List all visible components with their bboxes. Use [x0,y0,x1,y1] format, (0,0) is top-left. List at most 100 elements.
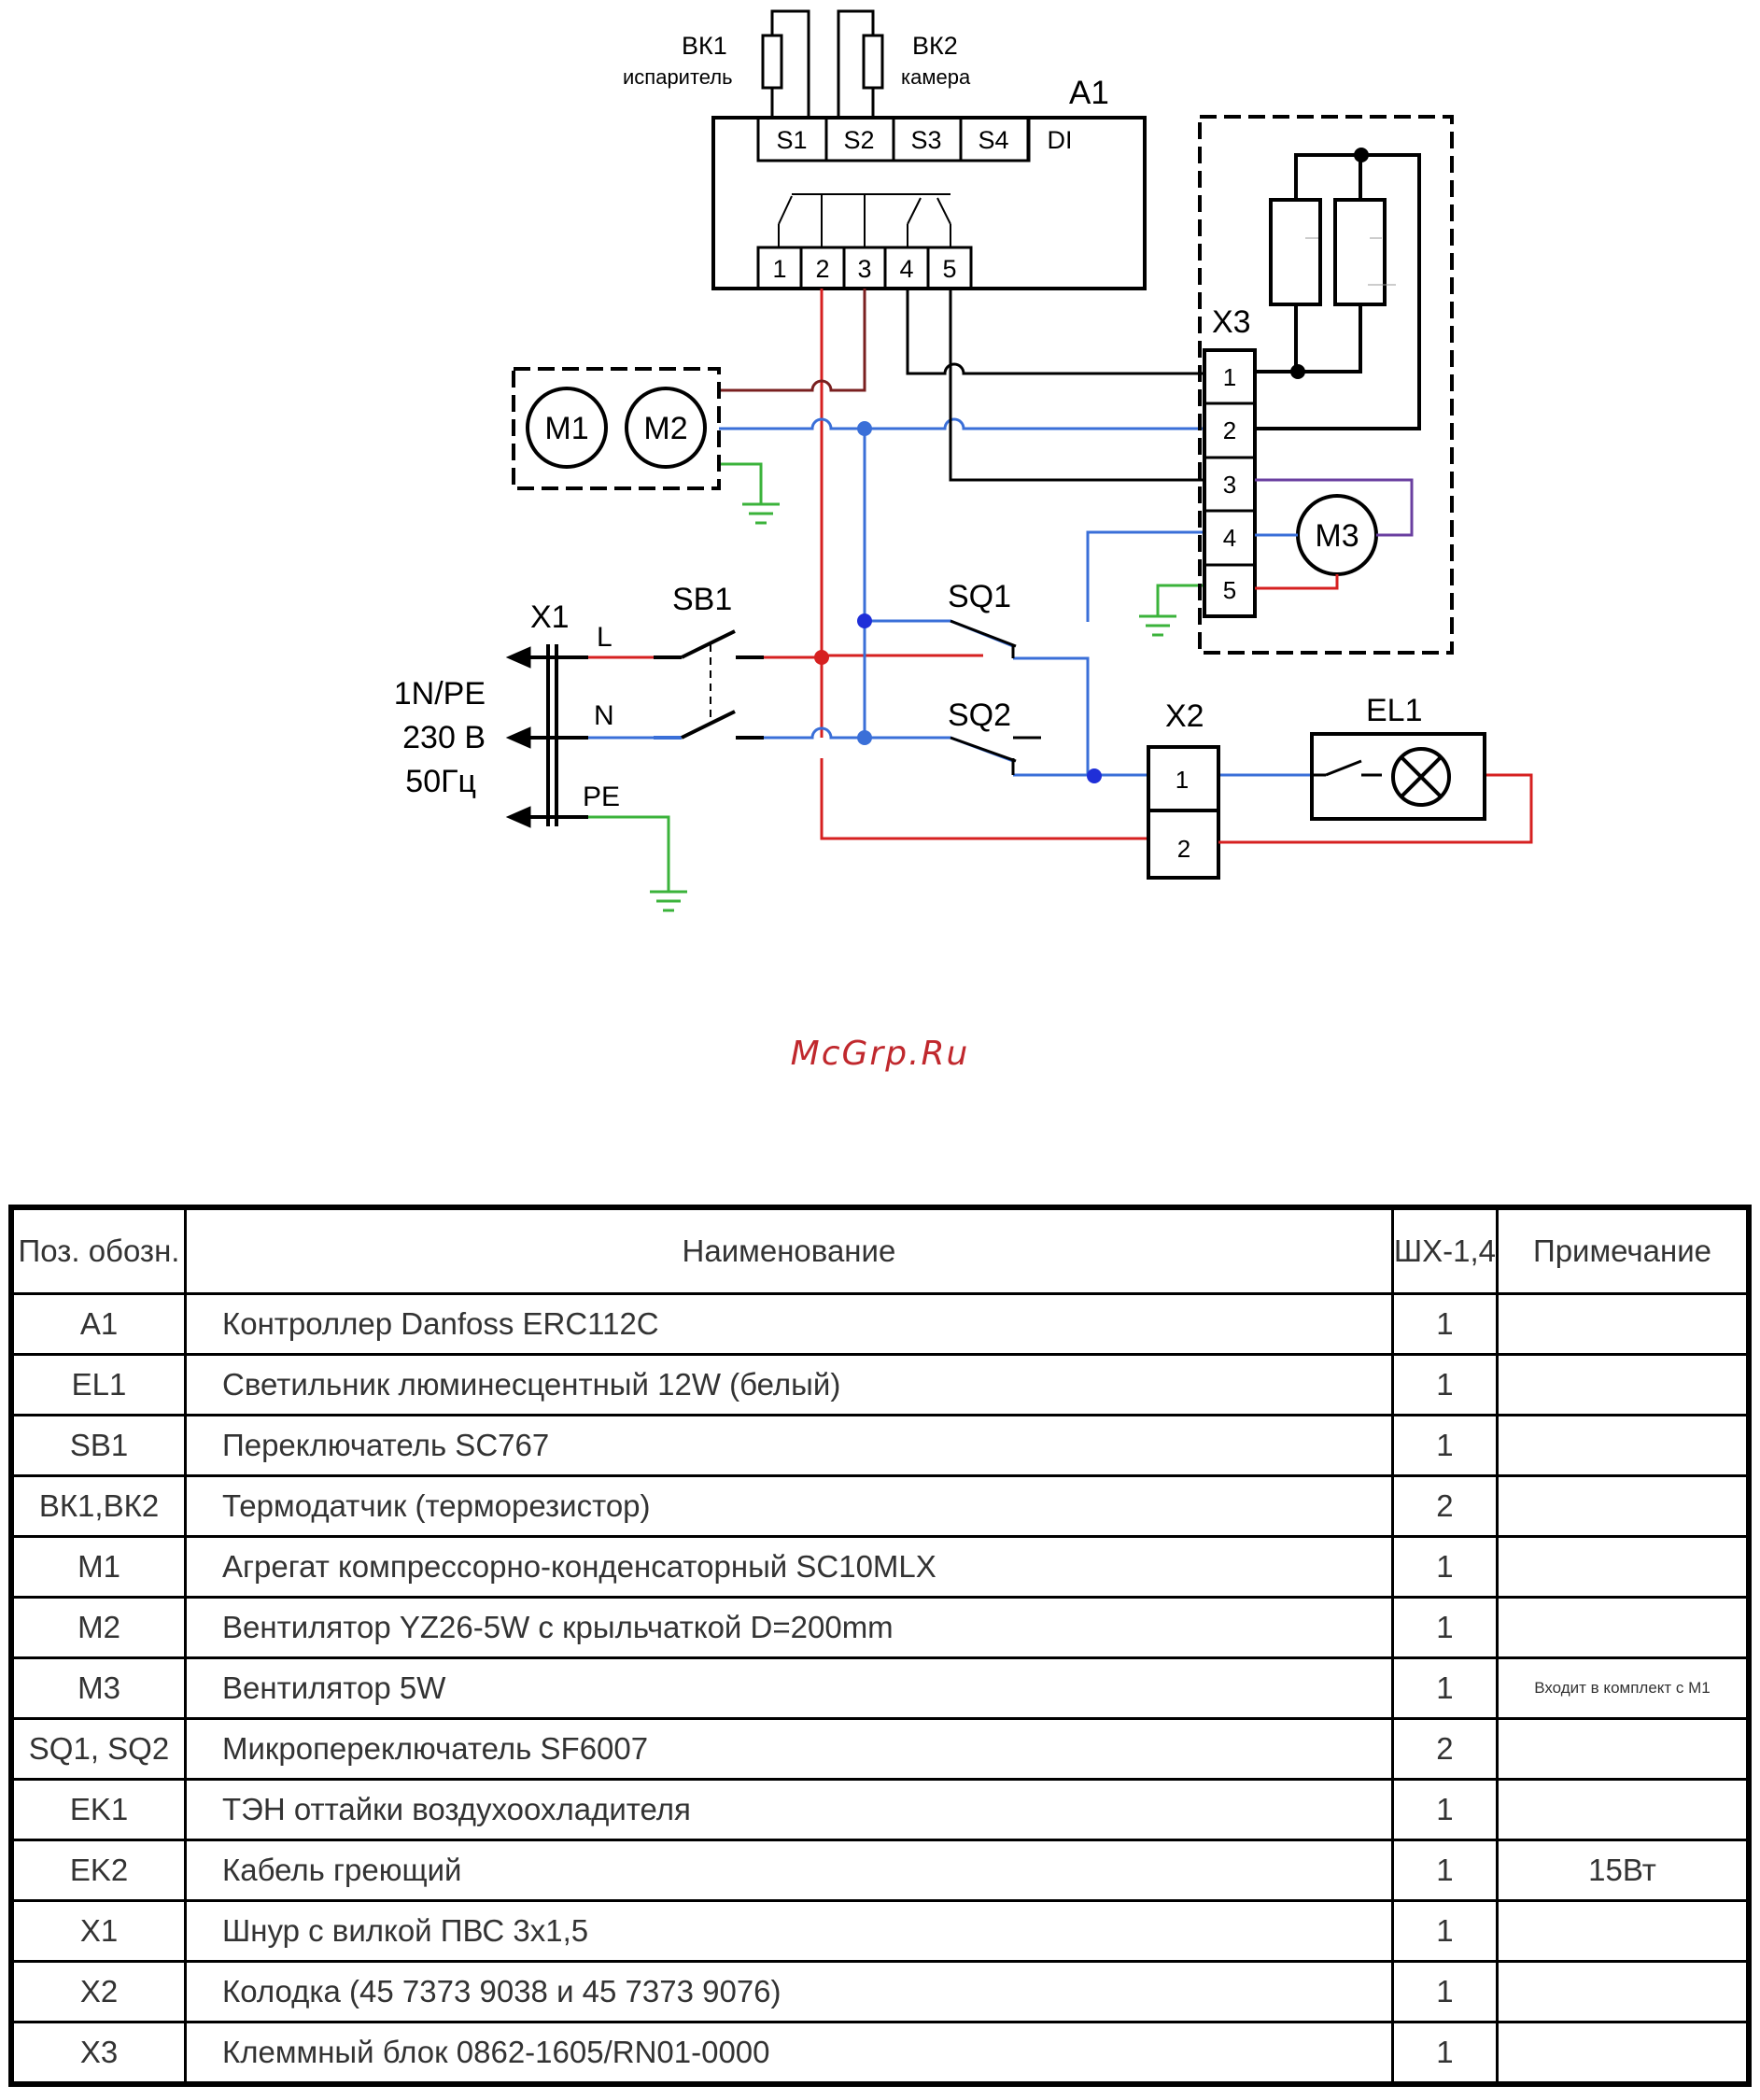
motor-block-m1-m2 [512,367,721,490]
cell-pos: M3 [9,1656,187,1720]
header-note: Примечание [1496,1205,1751,1295]
cell-note [1496,1960,1751,2023]
supply-line-2: 230 В [402,720,486,755]
cell-note [1496,1899,1751,1963]
cell-note [1496,1353,1751,1416]
cell-name: Агрегат компрессорно-конденсаторный SC10… [184,1535,1394,1599]
x1-n-label: N [594,700,614,731]
cell-name: Колодка (45 7373 9038 и 45 7373 9076) [184,1960,1394,2023]
cell-note [1496,1474,1751,1538]
switch-sb1-label: SB1 [672,582,732,617]
bk1-sublabel: испаритель [623,65,733,89]
output-4-label: 4 [899,255,913,283]
cell-note [1496,1778,1751,1841]
cell-qty: 1 [1390,2021,1500,2086]
cell-note [1496,1717,1751,1781]
header-pos: Поз. обозн. [9,1205,187,1295]
wire-black-x3-3 [949,289,1204,482]
cell-name: Шнур с вилкой ПВС 3х1,5 [184,1899,1394,1963]
x2-label: X2 [1165,698,1204,734]
wire-earth-pe [588,815,670,892]
junction-dots [814,148,1369,783]
table-header-row: Поз. обозн. Наименование ШХ-1,4 Примечан… [9,1205,1751,1295]
controller-a1 [711,116,1147,290]
cell-note [1496,1535,1751,1599]
cell-name: Переключатель SC767 [184,1414,1394,1477]
bk2-sublabel: камера [901,65,971,89]
x3-terminal-5: 5 [1223,576,1236,604]
output-5-label: 5 [942,255,956,283]
input-s3-label: S3 [910,126,941,154]
cell-pos: A1 [9,1292,187,1356]
watermark: McGrp.Ru [790,1035,970,1073]
cell-pos: SB1 [9,1414,187,1477]
wire-earth-x3 [1156,584,1204,616]
wire-earth-m [719,462,763,504]
cell-name: ТЭН оттайки воздухоохладителя [184,1778,1394,1841]
wire-phase-red [820,289,1148,840]
cell-name: Микропереключатель SF6007 [184,1717,1394,1781]
input-s4-label: S4 [978,126,1008,154]
cell-pos: X1 [9,1899,187,1963]
cell-note: 15Вт [1496,1839,1751,1902]
output-2-label: 2 [815,255,829,283]
switch-sq2 [950,736,1041,775]
sensor-bk2 [837,9,884,118]
cell-note [1496,2021,1751,2086]
cell-pos: EK1 [9,1778,187,1841]
x1-l-label: L [597,622,612,653]
lamp-el1-label: EL1 [1366,693,1423,728]
output-1-label: 1 [772,255,786,283]
cell-qty: 1 [1390,1899,1500,1963]
x2-terminal-2: 2 [1177,835,1190,863]
cell-qty: 2 [1390,1474,1500,1538]
x3-terminal-4: 4 [1223,524,1236,552]
cell-qty: 1 [1390,1353,1500,1416]
cell-name: Контроллер Danfoss ERC112C [184,1292,1394,1356]
cell-name: Кабель греющий [184,1839,1394,1902]
cell-pos: SQ1, SQ2 [9,1717,187,1781]
cell-qty: 1 [1390,1596,1500,1659]
cell-note: Входит в комплект с M1 [1496,1656,1751,1720]
wire-black-x3-1 [906,289,1204,375]
input-s1-label: S1 [776,126,807,154]
cell-pos: X3 [9,2021,187,2086]
cell-qty: 1 [1390,1778,1500,1841]
output-3-label: 3 [857,255,871,283]
x3-terminal-3: 3 [1223,471,1236,499]
cell-pos: M2 [9,1596,187,1659]
switch-sq2-label: SQ2 [948,698,1011,733]
x1-label: X1 [530,599,570,635]
cell-pos: X2 [9,1960,187,2023]
bk2-label: ВК2 [912,32,958,60]
bk1-label: ВК1 [682,32,727,60]
cell-name: Термодатчик (терморезистор) [184,1474,1394,1538]
x3-block [1198,115,1454,655]
x3-terminal-1: 1 [1223,363,1236,391]
cell-qty: 2 [1390,1717,1500,1781]
cell-pos: EK2 [9,1839,187,1902]
x2-block [1147,745,1220,880]
cell-qty: 1 [1390,1535,1500,1599]
cell-note [1496,1414,1751,1477]
cell-qty: 1 [1390,1414,1500,1477]
cell-qty: 1 [1390,1960,1500,2023]
input-di-label: DI [1048,126,1073,154]
cell-pos: EL1 [9,1353,187,1416]
supply-line-1: 1N/PE [394,676,486,712]
cell-name: Вентилятор 5W [184,1656,1394,1720]
cell-note [1496,1292,1751,1356]
cell-pos: M1 [9,1535,187,1599]
cell-name: Клеммный блок 0862-1605/RN01-0000 [184,2021,1394,2086]
wire-x2-el1 [1218,773,1533,844]
